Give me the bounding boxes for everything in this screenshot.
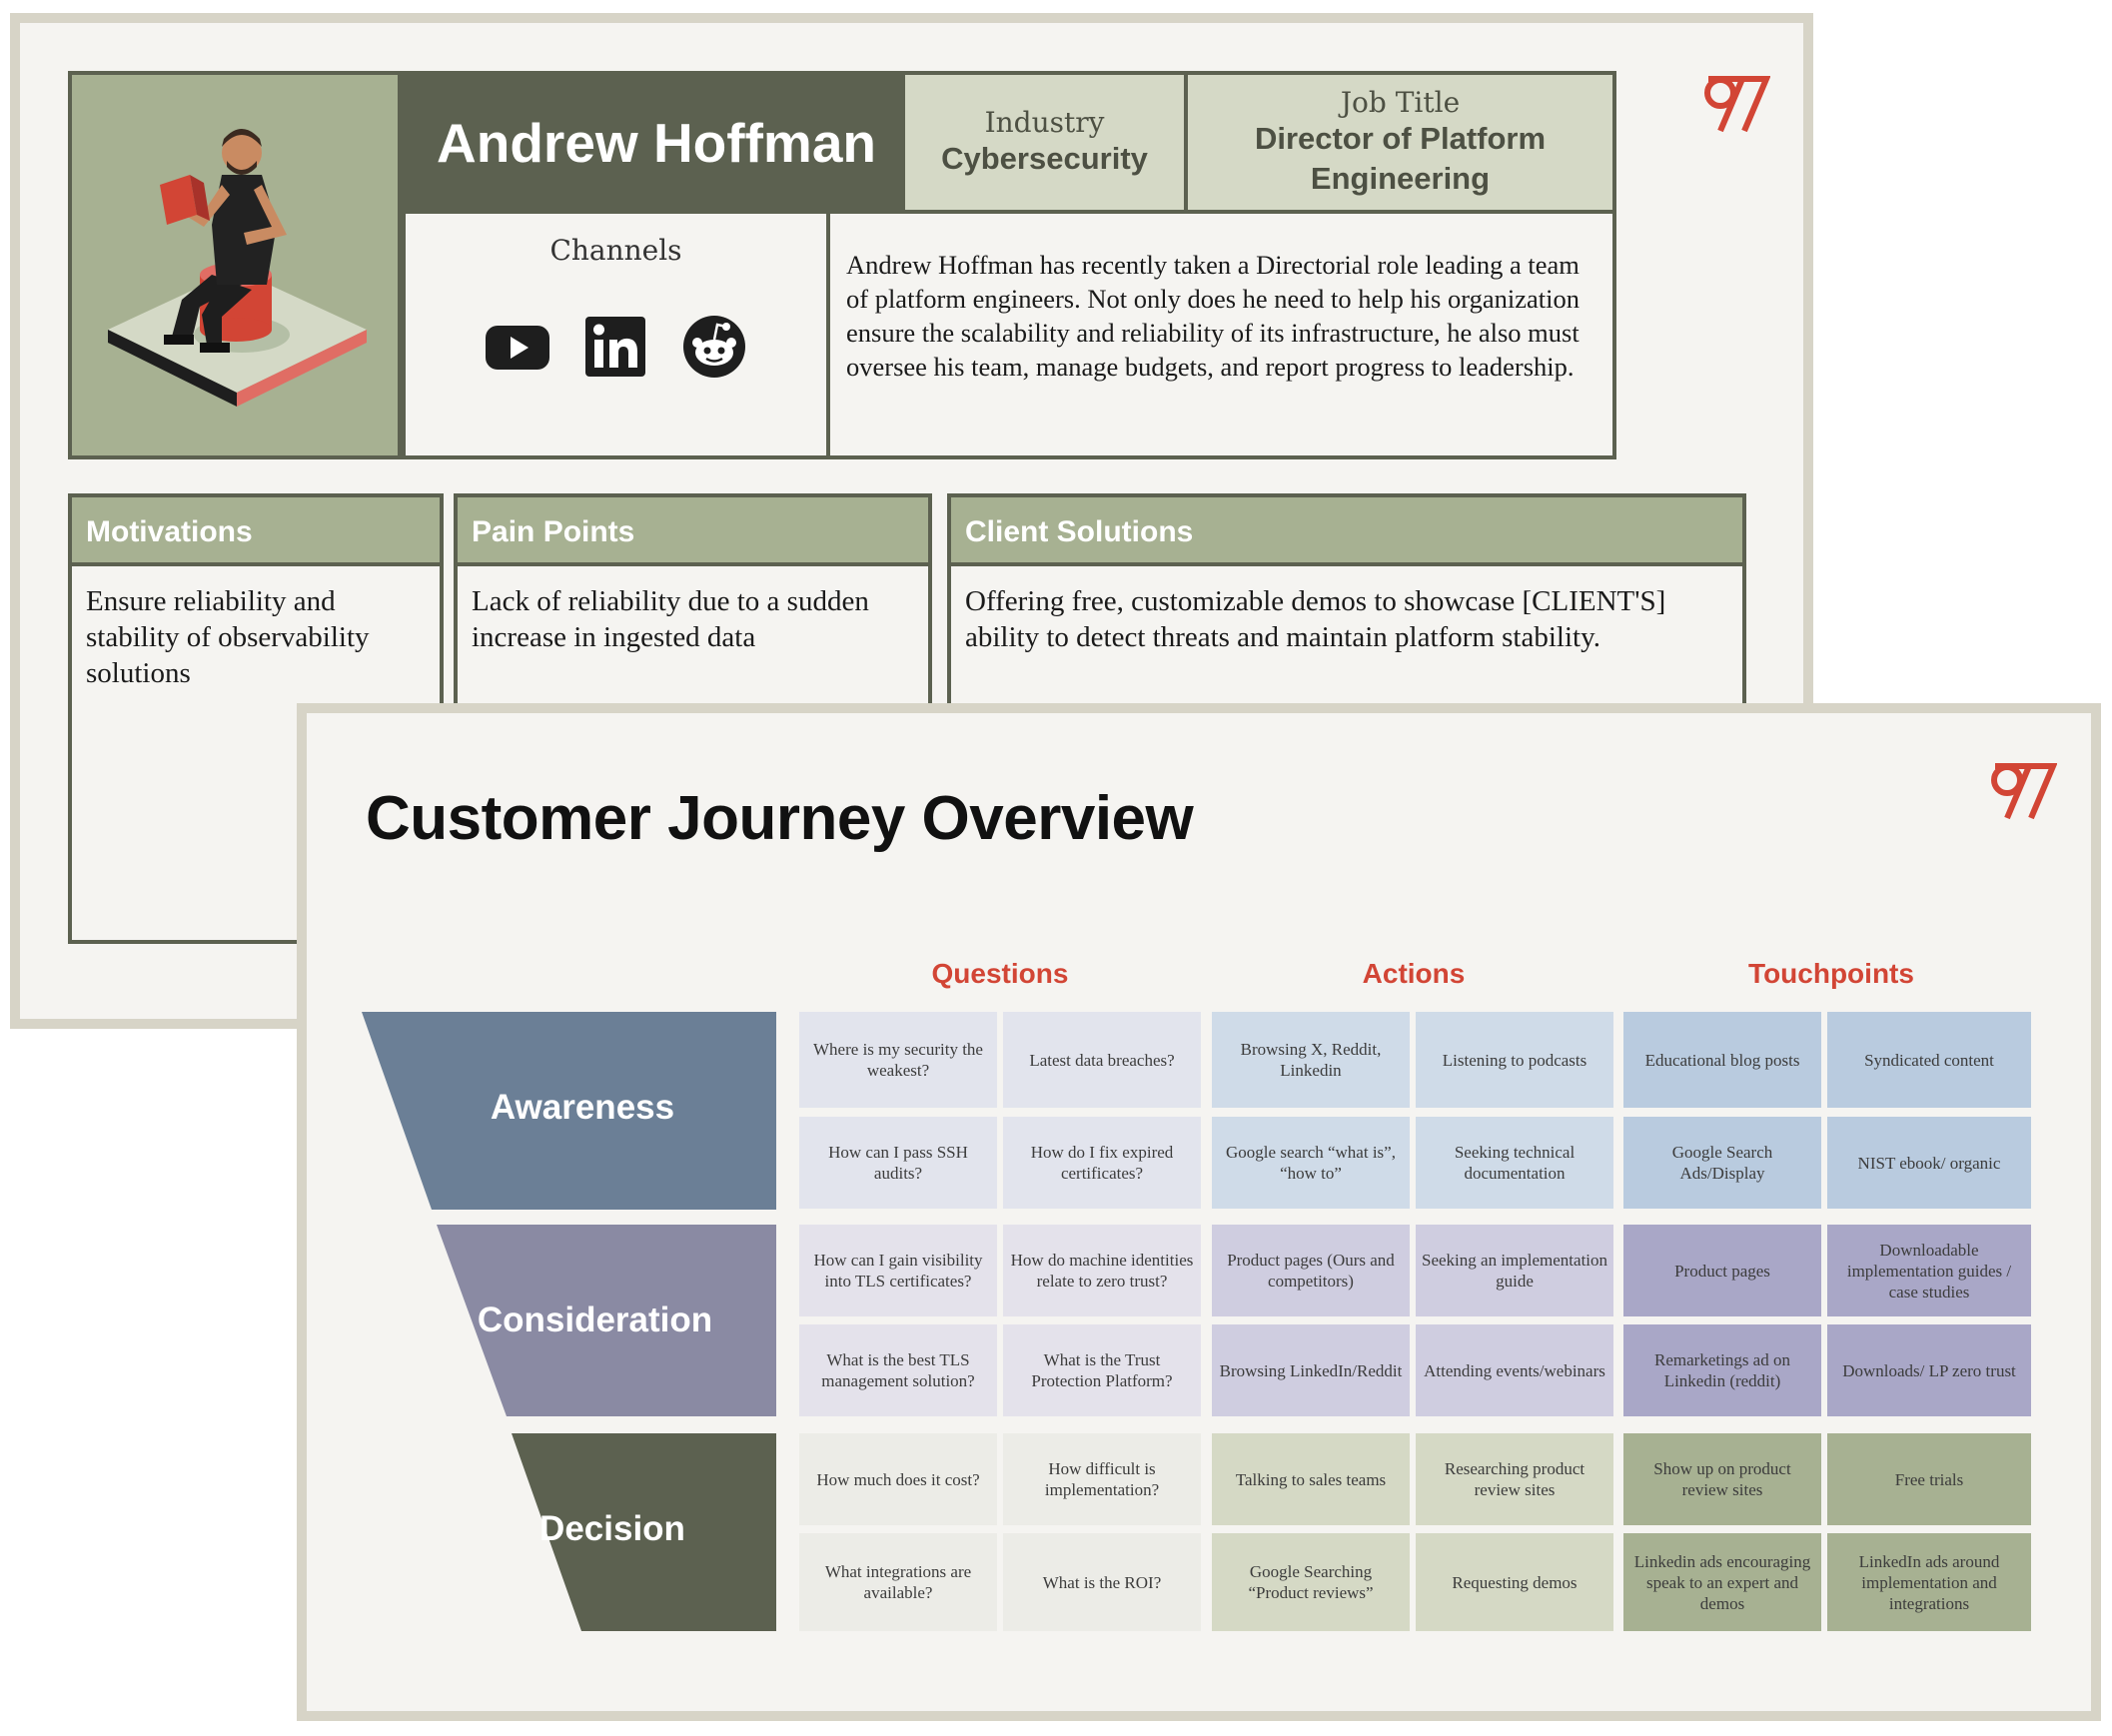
channels-label: Channels: [549, 234, 682, 267]
stage-label-consideration: Consideration: [477, 1301, 713, 1339]
journey-cell: Educational blog posts: [1623, 1012, 1821, 1108]
industry-value: Cybersecurity: [941, 141, 1148, 176]
journey-cell: LinkedIn ads around implementation and i…: [1827, 1533, 2031, 1631]
journey-cell: Downloads/ LP zero trust: [1827, 1324, 2031, 1416]
journey-cell: Show up on product review sites: [1623, 1433, 1821, 1525]
journey-cell: Free trials: [1827, 1433, 2031, 1525]
jobtitle-value-line-1: Director of Platform: [1254, 121, 1547, 156]
journey-cell: Seeking technical documentation: [1416, 1117, 1613, 1209]
journey-cell: Latest data breaches?: [1003, 1012, 1201, 1108]
industry-label: Industry: [984, 106, 1105, 139]
journey-cell: How difficult is implementation?: [1003, 1433, 1201, 1525]
journey-cell: What is the Trust Protection Platform?: [1003, 1324, 1201, 1416]
stage-label-awareness: Awareness: [490, 1088, 675, 1127]
journey-cell: Google Search Ads/Display: [1623, 1117, 1821, 1209]
stage-shape-awareness: [362, 1012, 776, 1210]
journey-cell: Product pages (Ours and competitors): [1212, 1225, 1410, 1316]
journey-cell: Where is my security the weakest?: [799, 1012, 997, 1108]
column-header-touchpoints: Touchpoints: [1748, 958, 1914, 989]
journey-cell: What integrations are available?: [799, 1533, 997, 1631]
journey-cell: Attending events/webinars: [1416, 1324, 1613, 1416]
jobtitle-value-line-2: Engineering: [1310, 161, 1491, 196]
solutions-title: Client Solutions: [951, 497, 1742, 566]
journey-cell: Seeking an implementation guide: [1416, 1225, 1613, 1316]
journey-cell: Talking to sales teams: [1212, 1433, 1410, 1525]
journey-title: Customer Journey Overview: [366, 784, 1194, 853]
journey-cell: How much does it cost?: [799, 1433, 997, 1525]
solutions-body: Offering free, customizable demos to sho…: [965, 585, 1666, 653]
journey-cell: What is the best TLS management solution…: [799, 1324, 997, 1416]
linkedin-icon: [585, 317, 645, 377]
youtube-icon: [486, 326, 549, 370]
journey-cell: Browsing X, Reddit, Linkedin: [1212, 1012, 1410, 1108]
brand-logo: [1991, 763, 2057, 820]
persona-photo: [68, 71, 402, 459]
channels-box: Channels: [402, 210, 830, 459]
stage-label-decision: Decision: [539, 1509, 685, 1548]
jobtitle-box: Job Title Director of Platform Engineeri…: [1184, 71, 1616, 214]
journey-cell: Requesting demos: [1416, 1533, 1613, 1631]
journey-cell: Product pages: [1623, 1225, 1821, 1316]
column-header-actions: Actions: [1362, 958, 1466, 989]
journey-cell: Google Searching “Product reviews”: [1212, 1533, 1410, 1631]
journey-cell: Google search “what is”, “how to”: [1212, 1117, 1410, 1209]
persona-name: Andrew Hoffman: [437, 111, 876, 174]
persona-illustration: [108, 129, 367, 407]
journey-cell: Remarketings ad on Linkedin (reddit): [1623, 1324, 1821, 1416]
painpoints-body: Lack of reliability due to a sudden incr…: [472, 585, 869, 653]
motivations-body: Ensure reliability and stability of obse…: [86, 585, 370, 689]
journey-cell: How do machine identities relate to zero…: [1003, 1225, 1201, 1316]
journey-cell: Linkedin ads encouraging speak to an exp…: [1623, 1533, 1821, 1631]
journey-cell: NIST ebook/ organic: [1827, 1117, 2031, 1209]
persona-bio: Andrew Hoffman has recently taken a Dire…: [846, 250, 1580, 382]
journey-cell: How can I gain visibility into TLS certi…: [799, 1225, 997, 1316]
journey-cell: Downloadable implementation guides / cas…: [1827, 1225, 2031, 1316]
brand-logo: [1704, 76, 1770, 133]
journey-cell: What is the ROI?: [1003, 1533, 1201, 1631]
industry-box: Industry Cybersecurity: [901, 71, 1188, 214]
painpoints-title: Pain Points: [458, 497, 928, 566]
persona-name-box: Andrew Hoffman: [402, 71, 911, 214]
journey-cell: Syndicated content: [1827, 1012, 2031, 1108]
reddit-icon: [683, 316, 745, 378]
journey-cell: How can I pass SSH audits?: [799, 1117, 997, 1209]
stage-shape-decision: [512, 1433, 776, 1631]
journey-cell: Browsing LinkedIn/Reddit: [1212, 1324, 1410, 1416]
journey-cell: Listening to podcasts: [1416, 1012, 1613, 1108]
bio-box: Andrew Hoffman has recently taken a Dire…: [826, 210, 1616, 459]
journey-slide: Customer Journey Overview Questions Acti…: [297, 703, 2101, 1721]
journey-cell: How do I fix expired certificates?: [1003, 1117, 1201, 1209]
journey-grid: Awareness Where is my security the weakes…: [307, 713, 2091, 1711]
journey-cell: Researching product review sites: [1416, 1433, 1613, 1525]
column-header-questions: Questions: [931, 958, 1069, 989]
stage-shape-consideration: [437, 1225, 776, 1416]
jobtitle-label: Job Title: [1340, 86, 1461, 119]
motivations-title: Motivations: [72, 497, 440, 566]
